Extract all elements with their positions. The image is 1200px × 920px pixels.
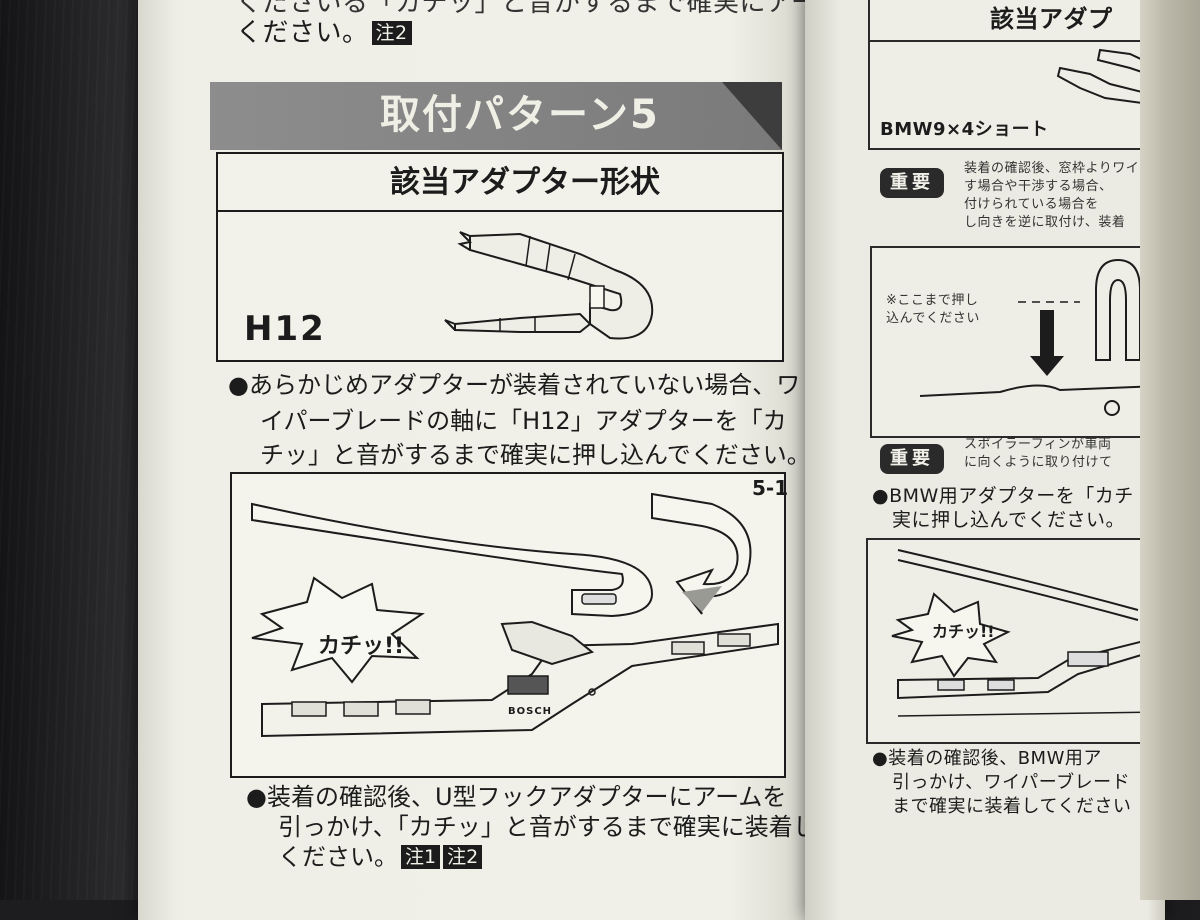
important2-line2: に向くように取り付けて bbox=[964, 455, 1113, 470]
important-badge-2: 重要 bbox=[880, 444, 944, 474]
adapter-box-title: 該当アダプター形状 bbox=[390, 165, 660, 200]
final-bullet-line2: 引っかけ、ワイパーブレード bbox=[892, 772, 1131, 793]
important1-line3: 付けられている場合を bbox=[964, 197, 1099, 212]
box-divider bbox=[218, 210, 782, 212]
section-heading-band bbox=[210, 82, 782, 150]
wiper-arm-drawing bbox=[251, 492, 779, 738]
bullet1-line2: イパーブレードの軸に「H12」アダプターを「カ bbox=[260, 407, 787, 435]
right-sound-effect-label: カチッ!! bbox=[932, 622, 995, 641]
page-edge bbox=[1140, 0, 1200, 900]
section-heading: 取付パターン5 bbox=[380, 92, 660, 138]
bmw-bullet-line1: ●BMW用アダプターを「カチ bbox=[872, 485, 1134, 507]
right-box-title: 該当アダプ bbox=[990, 5, 1113, 33]
push-note-line2: 込んでください bbox=[886, 311, 980, 326]
note1-badge: 注1 bbox=[401, 845, 441, 869]
bullet2-line2: 引っかけ、「カチッ」と音がするまで確実に装着して bbox=[278, 813, 841, 841]
right-box-divider bbox=[868, 40, 1168, 42]
push-down-drawing bbox=[919, 258, 1160, 416]
bullet2-line3: ください。 bbox=[278, 843, 398, 871]
adapter-label: H12 bbox=[244, 309, 326, 349]
bullet1-line1: ●あらかじめアダプターが装着されていない場合、ワ bbox=[228, 371, 801, 399]
final-bullet-line1: ●装着の確認後、BMW用ア bbox=[872, 748, 1102, 769]
brand-label: BOSCH bbox=[508, 706, 553, 717]
note-badge: 注2 bbox=[371, 21, 412, 45]
bmw-adapter-label: BMW9×4ショート bbox=[880, 119, 1049, 140]
bullet1-line3: チッ」と音がするまで確実に押し込んでください。 bbox=[260, 441, 811, 469]
top-text-line2: ください。注2 bbox=[236, 16, 412, 50]
note2-badge: 注2 bbox=[443, 845, 483, 869]
bmw-bullet-line2: 実に押し込んでください。 bbox=[892, 509, 1126, 531]
right-page bbox=[805, 0, 1165, 920]
bullet2-line1: ●装着の確認後、U型フックアダプターにアームを bbox=[246, 783, 787, 811]
h12-adapter-drawing bbox=[444, 231, 654, 340]
top-text-line2-label: ください。 bbox=[236, 18, 369, 48]
important1-line1: 装着の確認後、窓枠よりワイ bbox=[964, 161, 1140, 176]
bmw-install-drawing bbox=[891, 549, 1160, 717]
important1-line2: す場合や干渉する場合、 bbox=[964, 179, 1113, 194]
step-number: 5-1 bbox=[752, 476, 789, 500]
important2-line1: スポイラーフィンが車両 bbox=[964, 437, 1112, 452]
right-adapter-box bbox=[868, 0, 1172, 150]
important1-line4: し向きを逆に取付け、装着 bbox=[964, 215, 1126, 230]
push-note-line1: ※ここまで押し bbox=[886, 293, 979, 308]
important-badge-1: 重要 bbox=[880, 168, 944, 198]
sound-effect-label: カチッ!! bbox=[318, 634, 405, 659]
top-text-line1: くださいる「カチッ」と音がするまで確実にアームを bbox=[236, 0, 870, 18]
final-bullet-line3: まで確実に装着してください bbox=[892, 796, 1132, 817]
